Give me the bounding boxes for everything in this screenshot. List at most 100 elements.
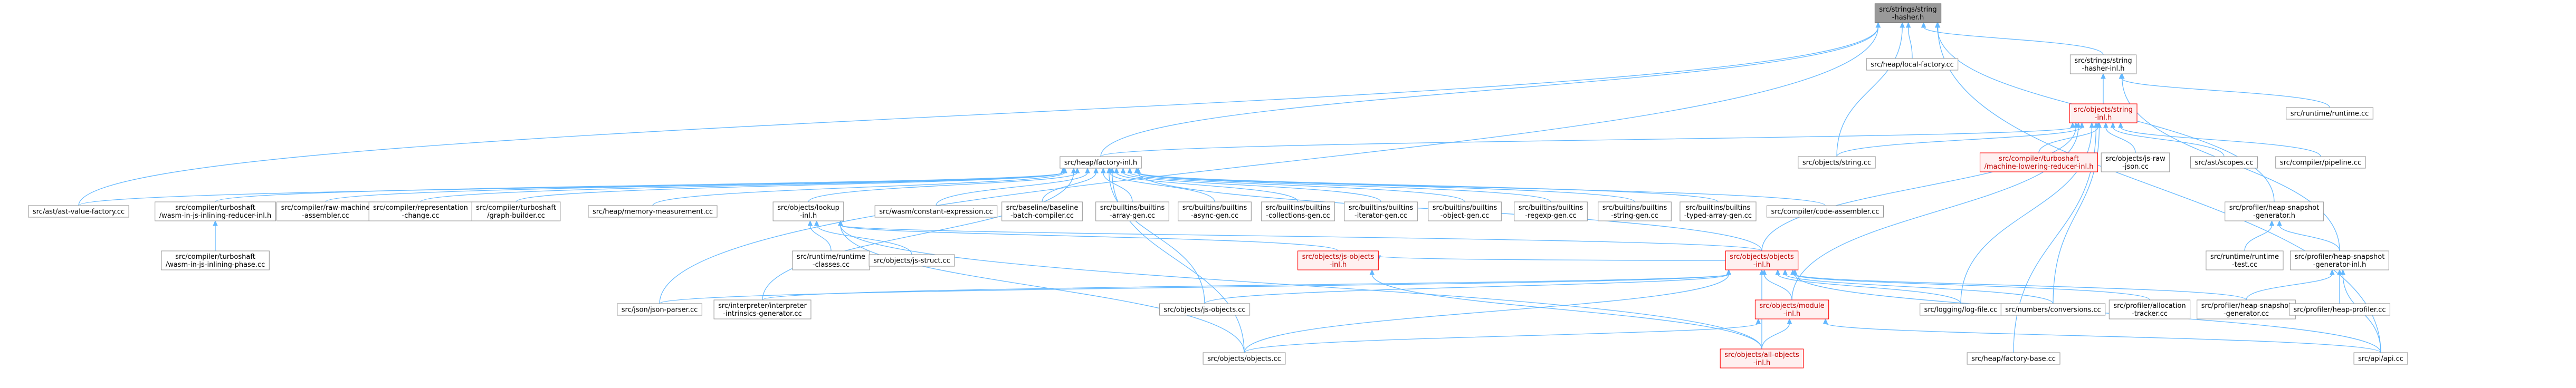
node-box — [161, 250, 270, 270]
node-label-line: -generator.cc — [2224, 310, 2269, 318]
graph-node-runtime-classes[interactable]: src/runtime/runtime-classes.cc — [792, 250, 870, 270]
dependency-edge — [1792, 274, 2150, 300]
graph-node-wasm-const[interactable]: src/wasm/constant-expression.cc — [874, 205, 998, 218]
node-box — [2206, 250, 2284, 270]
node-box — [2069, 54, 2137, 74]
node-label-line: src/compiler/turboshaft — [175, 204, 255, 212]
graph-node-b-array[interactable]: src/builtins/builtins-array-gen.cc — [1095, 201, 1169, 221]
dependency-edge — [1129, 172, 1465, 202]
dependency-edge — [1244, 274, 1729, 353]
graph-node-wasm-phase[interactable]: src/compiler/turboshaft/wasm-in-js-inlin… — [161, 250, 270, 270]
node-label-line: src/runtime/runtime.cc — [2291, 110, 2369, 118]
dependency-edge — [1763, 274, 1792, 300]
node-label-line: -inl.h — [1753, 359, 1771, 367]
node-label-line: src/compiler/pipeline.cc — [2280, 159, 2361, 167]
node-box — [2190, 156, 2258, 169]
graph-node-mem-measure[interactable]: src/heap/memory-measurement.cc — [588, 205, 718, 218]
node-label-line: -inl.h — [1330, 261, 1347, 269]
graph-node-b-iter[interactable]: src/builtins/builtins-iterator-gen.cc — [1344, 201, 1418, 221]
graph-node-api[interactable]: src/api/api.cc — [2353, 352, 2408, 365]
edge-arrowhead — [1085, 167, 1090, 173]
node-label-line: /machine-lowering-reducer-inl.h — [1984, 163, 2093, 171]
graph-node-objects-cc[interactable]: src/objects/objects.cc — [1203, 352, 1286, 365]
graph-node-heap-profiler[interactable]: src/profiler/heap-profiler.cc — [2288, 303, 2390, 316]
node-label-line: src/builtins/builtins — [1100, 204, 1165, 212]
edge-arrowhead — [2103, 122, 2108, 128]
edge-arrowhead — [1759, 269, 1764, 275]
graph-node-lookup[interactable]: src/objects/lookup-inl.h — [772, 201, 844, 221]
dependency-edge — [2112, 127, 2225, 157]
graph-node-code-asm[interactable]: src/compiler/code-assembler.cc — [1766, 205, 1884, 218]
graph-node-b-typed[interactable]: src/builtins/builtins-typed-array-gen.cc — [1680, 201, 1757, 221]
node-label-line: src/strings/string — [1879, 6, 1936, 14]
node-box — [792, 250, 870, 270]
dependency-edge — [816, 225, 912, 255]
graph-node-baseline[interactable]: src/baseline/baseline-batch-compiler.cc — [1001, 201, 1083, 221]
node-label-line: src/objects/lookup — [777, 204, 839, 212]
node-label-line: -hasher.h — [1892, 14, 1924, 22]
graph-node-string-inl[interactable]: src/objects/string-inl.h — [2069, 103, 2138, 123]
graph-node-raw-machine[interactable]: src/compiler/raw-machine-assembler.cc — [276, 201, 375, 221]
graph-node-ast-value[interactable]: src/ast/ast-value-factory.cc — [28, 205, 129, 218]
graph-node-graph-builder[interactable]: src/compiler/turboshaft/graph-builder.cc — [471, 201, 561, 221]
dependency-edge — [1116, 172, 1299, 202]
graph-node-json[interactable]: src/objects/js-raw-json.cc — [2101, 152, 2170, 172]
edge-arrowhead — [1062, 167, 1067, 173]
edge-arrowhead — [1782, 269, 1788, 275]
graph-node-runtime-test[interactable]: src/runtime/runtime-test.cc — [2206, 250, 2284, 270]
graph-node-js-objects-cc[interactable]: src/objects/js-objects.cc — [1159, 303, 1251, 316]
dependency-edge — [762, 172, 1074, 300]
graph-node-factory-h[interactable]: src/heap/factory-inl.h — [1060, 156, 1142, 169]
node-box — [155, 201, 276, 221]
graph-node-all-objects[interactable]: src/objects/all-objects-inl.h — [1720, 348, 1804, 368]
graph-node-heap-snap-gen-cc[interactable]: src/profiler/heap-snapshot-generator.cc — [2197, 299, 2296, 319]
edge-arrowhead — [1136, 167, 1141, 173]
graph-node-js-struct[interactable]: src/objects/js-struct.cc — [869, 254, 955, 267]
edge-arrowhead — [2096, 122, 2102, 128]
graph-node-b-obj[interactable]: src/builtins/builtins-object-gen.cc — [1428, 201, 1502, 221]
graph-node-conversions[interactable]: src/numbers/conversions.cc — [2000, 303, 2106, 316]
graph-node-factory-base[interactable]: src/heap/factory-base.cc — [1967, 352, 2060, 365]
dependency-edge — [1825, 323, 2381, 353]
node-label-line: src/objects/objects.cc — [1207, 355, 1281, 363]
graph-node-hasher-inl[interactable]: src/strings/string-hasher-inl.h — [2069, 54, 2137, 74]
graph-node-interp-intrinsics[interactable]: src/interpreter/interpreter-intrinsics-g… — [713, 299, 812, 319]
graph-node-b-string[interactable]: src/builtins/builtins-string-gen.cc — [1598, 201, 1672, 221]
node-label-line: src/compiler/turboshaft — [1999, 155, 2079, 163]
graph-node-heap-snap-gen[interactable]: src/profiler/heap-snapshot-generator.h — [2225, 201, 2324, 221]
graph-node-local-factory[interactable]: src/heap/local-factory.cc — [1866, 58, 1959, 71]
graph-node-root[interactable]: src/strings/string-hasher.h — [1874, 3, 1942, 23]
graph-node-string-cc[interactable]: src/objects/string.cc — [1798, 156, 1876, 169]
node-label-line: src/objects/string — [2074, 106, 2133, 114]
graph-node-js-objects-inl[interactable]: src/objects/js-objects-inl.h — [1297, 250, 1379, 270]
node-box — [1159, 303, 1251, 316]
node-label-line: src/builtins/builtins — [1266, 204, 1331, 212]
node-box — [368, 201, 473, 221]
graph-node-heap-snap-gen-inl[interactable]: src/profiler/heap-snapshot-generator-inl… — [2290, 250, 2389, 270]
graph-node-runtime[interactable]: src/runtime/runtime.cc — [2286, 107, 2373, 120]
node-box — [1725, 250, 1799, 270]
edge-arrowhead — [1114, 167, 1119, 173]
graph-node-mlr[interactable]: src/compiler/turboshaft/machine-lowering… — [1979, 152, 2098, 172]
graph-node-b-async[interactable]: src/builtins/builtins-async-gen.cc — [1178, 201, 1252, 221]
dependency-edge — [215, 172, 1064, 202]
node-box — [1001, 201, 1083, 221]
graph-node-wasm-inlining[interactable]: src/compiler/turboshaft/wasm-in-js-inlin… — [155, 201, 276, 221]
graph-node-b-regexp[interactable]: src/builtins/builtins-regexp-gen.cc — [1514, 201, 1588, 221]
dependency-edge — [1836, 127, 2083, 157]
graph-node-log-file[interactable]: src/logging/log-file.cc — [1920, 303, 2002, 316]
graph-node-json-parser[interactable]: src/json/json-parser.cc — [617, 303, 702, 316]
node-label-line: src/objects/objects — [1730, 253, 1794, 261]
node-box — [276, 201, 375, 221]
node-box — [1203, 352, 1286, 365]
graph-node-scopes[interactable]: src/ast/scopes.cc — [2190, 156, 2258, 169]
graph-node-repr-change[interactable]: src/compiler/representation-change.cc — [368, 201, 473, 221]
graph-node-alloc-tracker[interactable]: src/profiler/allocation-tracker.cc — [2108, 299, 2191, 319]
node-box — [1979, 152, 2098, 172]
graph-node-b-coll[interactable]: src/builtins/builtins-collections-gen.cc — [1261, 201, 1335, 221]
graph-node-pipeline[interactable]: src/compiler/pipeline.cc — [2275, 156, 2366, 169]
node-box — [28, 205, 129, 218]
graph-node-module-inl[interactable]: src/objects/module-inl.h — [1754, 299, 1829, 319]
dependency-edge — [809, 225, 832, 251]
graph-node-objects-inl[interactable]: src/objects/objects-inl.h — [1725, 250, 1799, 270]
